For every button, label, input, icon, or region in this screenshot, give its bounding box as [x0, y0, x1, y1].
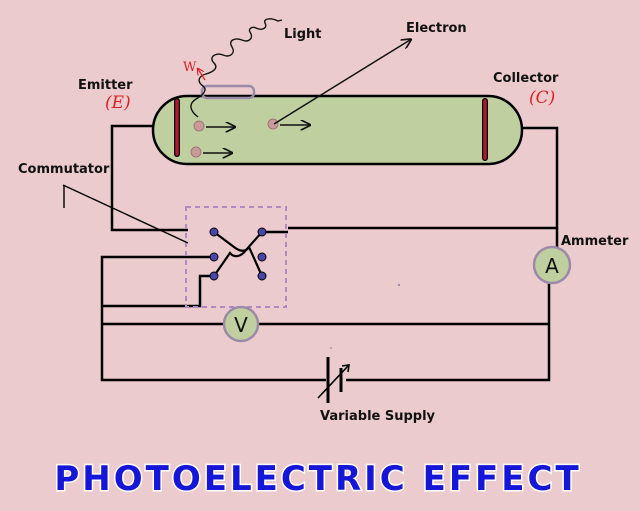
electron-dot: [193, 120, 205, 132]
commutator-left-wire: [100, 255, 326, 382]
commutator-terminal: [257, 271, 267, 281]
diagram-title: PHOTOELECTRIC EFFECT: [54, 459, 581, 499]
emitter-mark: (E): [105, 93, 131, 113]
collector-label: Collector: [493, 71, 559, 86]
emitter-label: Emitter: [78, 78, 133, 93]
voltmeter-symbol: V: [234, 313, 248, 337]
electron-label: Electron: [406, 21, 467, 36]
circuit-wires: [100, 124, 559, 382]
variable-supply: [317, 347, 350, 403]
quartz-window: [200, 84, 256, 100]
supply-label: Variable Supply: [320, 409, 436, 424]
ammeter-lower-wire: [346, 282, 551, 382]
commutator: [185, 206, 287, 308]
ammeter: A: [532, 245, 572, 285]
commutator-box: [185, 206, 287, 308]
phototube: [151, 84, 524, 166]
light-label: Light: [284, 27, 322, 42]
commutator-terminal: [209, 252, 219, 262]
stray-dot: [397, 283, 401, 287]
commutator-terminal: [257, 252, 267, 262]
electron-dot: [267, 118, 279, 130]
commutator-terminal: [257, 227, 267, 237]
commutator-lower-wire: [102, 274, 214, 308]
voltmeter: V: [222, 305, 260, 343]
emitter-lead-wire: [110, 124, 188, 232]
commutator-label: Commutator: [18, 162, 110, 177]
commutator-pointer: [62, 184, 189, 244]
ammeter-symbol: A: [545, 254, 559, 278]
ejected-electron-arrow: [273, 40, 410, 125]
electron-dot: [190, 146, 202, 158]
ammeter-label: Ammeter: [561, 234, 629, 249]
light-wave: [190, 18, 283, 118]
commutator-terminal: [209, 271, 219, 281]
variable-arrow: [317, 365, 349, 399]
tube-envelope: [151, 94, 524, 166]
collector-mark: (C): [529, 88, 555, 108]
commutator-terminal: [209, 227, 219, 237]
work-function-mark: W: [183, 60, 197, 75]
work-function-arrow: [198, 69, 206, 81]
commutator-cross-wire: [213, 231, 264, 277]
collector-lead-wire: [288, 126, 559, 230]
